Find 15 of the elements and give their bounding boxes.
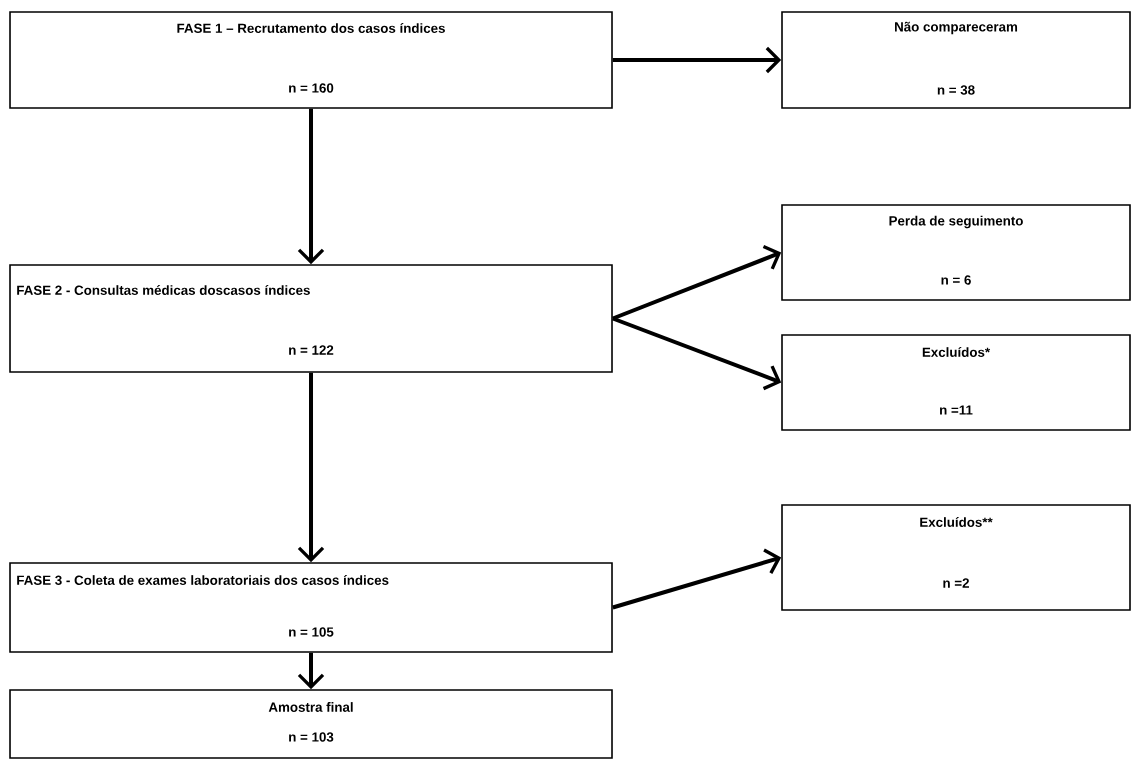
arrow bbox=[612, 46, 782, 74]
process-box: FASE 1 – Recrutamento dos casos índices n = 160 bbox=[9, 11, 613, 109]
arrow bbox=[612, 245, 782, 321]
process-box: Excluídos** n =2 bbox=[781, 504, 1131, 611]
arrow bbox=[297, 108, 325, 265]
process-box: Excluídos* n =11 bbox=[781, 334, 1131, 431]
arrow bbox=[612, 316, 782, 391]
arrow bbox=[297, 372, 325, 563]
process-box: FASE 3 - Coleta de exames laboratoriais dos casos índices n = 105 bbox=[9, 562, 613, 653]
process-box: Não compareceram n = 38 bbox=[781, 11, 1131, 109]
process-box: Perda de seguimento n = 6 bbox=[781, 204, 1131, 301]
arrow bbox=[612, 548, 782, 610]
arrow bbox=[297, 652, 325, 690]
process-box: Amostra final n = 103 bbox=[9, 689, 613, 759]
process-box: FASE 2 - Consultas médicas doscasos índices n = 122 bbox=[9, 264, 613, 373]
